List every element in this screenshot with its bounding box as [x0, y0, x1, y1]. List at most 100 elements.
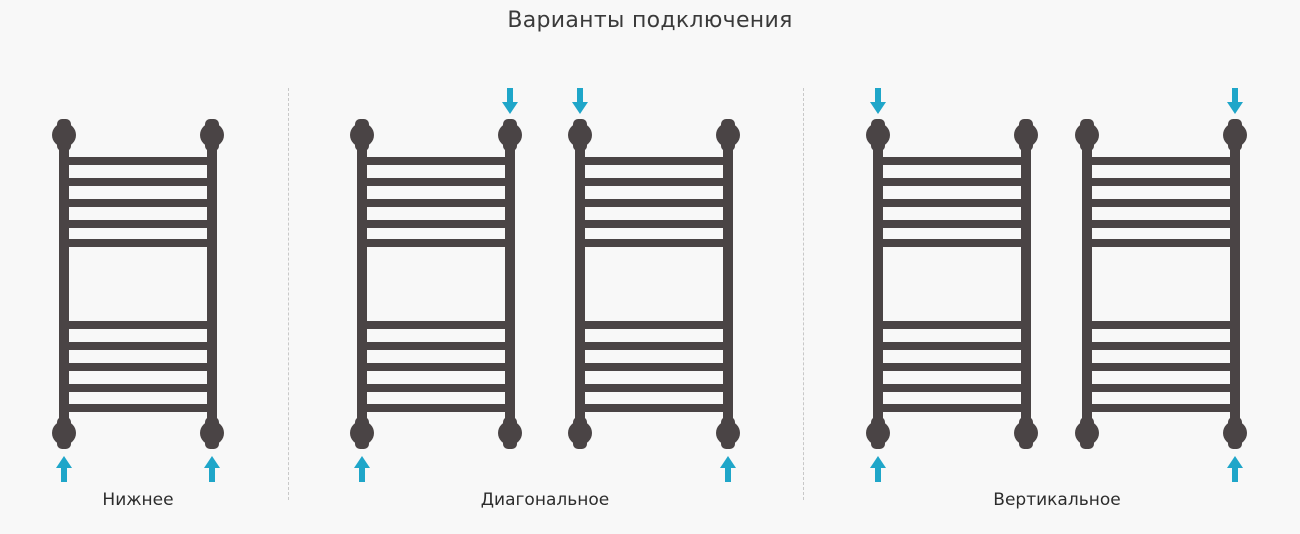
rail-cap — [355, 417, 369, 449]
towel-rail-icon — [1075, 119, 1247, 449]
rail-bar — [362, 404, 510, 412]
rail-bar — [878, 220, 1026, 228]
rail-cap — [355, 119, 369, 151]
rail-bar — [362, 384, 510, 392]
rail-cap — [503, 119, 517, 151]
rail-post — [207, 135, 217, 433]
arrow-shape — [354, 456, 370, 482]
rail-bar — [64, 199, 212, 207]
rail-cap — [57, 119, 71, 151]
rail-bar — [1087, 178, 1235, 186]
rail-post — [723, 135, 733, 433]
rail-cap — [205, 417, 219, 449]
page-title: Варианты подключения — [507, 8, 793, 33]
rail-post — [59, 135, 69, 433]
towel-rail-icon — [52, 119, 224, 449]
rail-cap — [1019, 119, 1033, 151]
rail-cap — [1019, 417, 1033, 449]
rail-bar — [878, 404, 1026, 412]
arrow-shape — [870, 456, 886, 482]
arrow-icon — [572, 88, 588, 114]
rail-bar — [1087, 157, 1235, 165]
rail-bar — [362, 342, 510, 350]
rail-bar — [1087, 220, 1235, 228]
rail-bar — [580, 321, 728, 329]
rail-bar — [64, 157, 212, 165]
arrow-shape — [1227, 456, 1243, 482]
arrow-shape — [502, 88, 518, 114]
label-bottom-connection: Нижнее — [102, 490, 174, 510]
rail-cap — [1080, 119, 1094, 151]
arrow-shape — [720, 456, 736, 482]
rail-cap — [871, 119, 885, 151]
arrow-shape — [56, 456, 72, 482]
rail-post — [357, 135, 367, 433]
divider — [288, 88, 289, 500]
arrow-icon — [1227, 456, 1243, 482]
rail-cap — [871, 417, 885, 449]
rail-post — [1082, 135, 1092, 433]
rail-bar — [1087, 363, 1235, 371]
rail-cap — [503, 417, 517, 449]
rail-bar — [878, 363, 1026, 371]
rail-bar — [580, 220, 728, 228]
rail-bar — [1087, 404, 1235, 412]
rail-bar — [1087, 321, 1235, 329]
rail-cap — [1228, 119, 1242, 151]
rail-bar — [64, 239, 212, 247]
rail-bar — [1087, 199, 1235, 207]
arrow-shape — [204, 456, 220, 482]
rail-post — [1230, 135, 1240, 433]
rail-bar — [580, 404, 728, 412]
rail-bar — [580, 239, 728, 247]
rail-bar — [580, 384, 728, 392]
arrow-icon — [870, 456, 886, 482]
rail-cap — [721, 417, 735, 449]
arrow-shape — [572, 88, 588, 114]
rail-bar — [64, 342, 212, 350]
rail-cap — [1228, 417, 1242, 449]
rail-bar — [64, 404, 212, 412]
rail-post — [1021, 135, 1031, 433]
rail-bar — [1087, 384, 1235, 392]
rail-bar — [362, 220, 510, 228]
rail-bar — [878, 384, 1026, 392]
divider — [803, 88, 804, 500]
rail-cap — [205, 119, 219, 151]
label-diagonal-connection: Диагональное — [480, 490, 610, 510]
towel-rail-icon — [350, 119, 522, 449]
arrow-icon — [204, 456, 220, 482]
rail-bar — [580, 363, 728, 371]
towel-rail-icon — [568, 119, 740, 449]
rail-cap — [573, 417, 587, 449]
rail-bar — [1087, 342, 1235, 350]
arrow-icon — [502, 88, 518, 114]
rail-bar — [64, 384, 212, 392]
rail-bar — [362, 239, 510, 247]
arrow-icon — [870, 88, 886, 114]
rail-cap — [57, 417, 71, 449]
rail-post — [505, 135, 515, 433]
rail-bar — [580, 178, 728, 186]
rail-bar — [64, 363, 212, 371]
rail-bar — [878, 321, 1026, 329]
rail-bar — [64, 220, 212, 228]
rail-cap — [1080, 417, 1094, 449]
rail-bar — [1087, 239, 1235, 247]
rail-post — [873, 135, 883, 433]
rail-bar — [878, 239, 1026, 247]
rail-bar — [580, 342, 728, 350]
rail-bar — [580, 157, 728, 165]
arrow-icon — [56, 456, 72, 482]
rail-bar — [362, 199, 510, 207]
rail-bar — [878, 178, 1026, 186]
arrow-shape — [1227, 88, 1243, 114]
rail-bar — [362, 321, 510, 329]
rail-bar — [362, 157, 510, 165]
rail-bar — [64, 178, 212, 186]
arrow-shape — [870, 88, 886, 114]
rail-cap — [721, 119, 735, 151]
arrow-icon — [1227, 88, 1243, 114]
